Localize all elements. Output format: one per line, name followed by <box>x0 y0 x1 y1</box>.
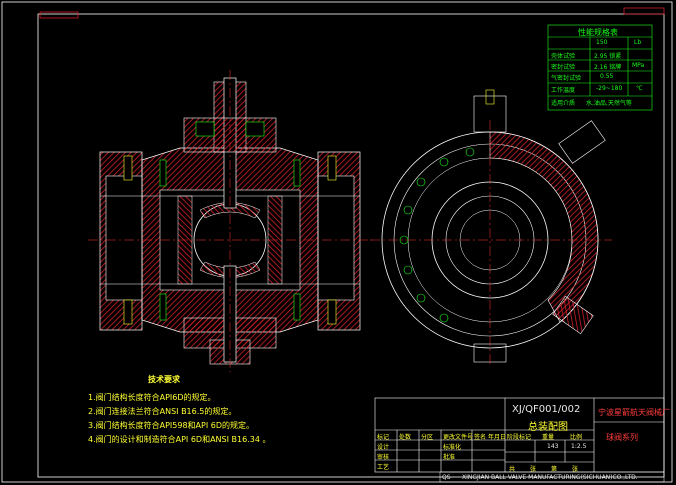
scale-value: 1:2.5 <box>571 443 587 450</box>
spec-label-medium: 适用介质 <box>551 100 576 107</box>
spec-value-shell: 2.95 锁紧 <box>594 53 622 60</box>
sheet-label-no: 第 <box>551 466 558 473</box>
header-label: 标记 <box>377 434 390 441</box>
top-right-tab <box>623 7 665 15</box>
sheet-label-sheet2: 张 <box>572 466 579 473</box>
company-name: 宁波星箭航天阀械厂 <box>598 408 670 417</box>
sign-label-design: 设计 <box>377 444 390 451</box>
spec-value-temp: -29~180 <box>596 85 623 92</box>
sign-label-process: 工艺 <box>377 464 390 471</box>
tech-requirement-item: 4.阀门的设计和制造符合API 6D和ANSI B16.34 。 <box>88 435 271 444</box>
inner-frame <box>37 13 665 478</box>
footer-left-code: QS- <box>442 474 453 481</box>
tech-requirement-item: 2.阀门连接法兰符合ANSI B16.5的规定。 <box>88 407 237 416</box>
section-view <box>88 70 372 372</box>
tech-requirement-item: 3.阀门结构长度符合API598和API 6D的规定。 <box>88 421 255 430</box>
quantity-value: 143 <box>547 443 559 450</box>
col-label-weight: 重量 <box>542 434 555 441</box>
spec-unit-class: Lb <box>634 39 642 46</box>
sheet-label-total: 共 <box>509 466 516 473</box>
series-name: 球阀系列 <box>606 433 638 442</box>
spec-label-temp: 工作温度 <box>551 87 576 94</box>
top-left-tab <box>39 11 79 19</box>
end-view <box>370 89 612 365</box>
spec-unit-temp: ℃ <box>636 85 643 92</box>
spec-label-seal: 密封试验 <box>551 64 576 71</box>
tech-requirement-item: 1.阀门结构长度符合API6D的规定。 <box>88 393 216 402</box>
spec-table-title: 性能规格表 <box>578 28 618 37</box>
sheet-label-sheet: 张 <box>530 466 537 473</box>
spec-value-air: 0.55 <box>600 73 614 80</box>
header-label: 年月日 <box>488 434 507 441</box>
header-label: 更改文件号 <box>443 434 474 441</box>
sign-label-standard: 标准化 <box>443 444 462 451</box>
drawing-name: 总装配图 <box>528 422 568 433</box>
spec-value-medium: 水,油品,天然气等 <box>586 100 632 107</box>
sign-label-approve: 批准 <box>443 454 456 461</box>
spec-value-seal: 2.16 铭牌 <box>594 64 622 71</box>
sign-label-review: 审核 <box>377 454 390 461</box>
footer-company-name: XINGJIAN BALL VALVE MANUFACTURING(SICHUA… <box>462 474 638 481</box>
footer-strip <box>439 471 665 483</box>
drawing-number: XJ/QF001/002 <box>512 404 581 415</box>
tech-requirements-title: 技术要求 <box>148 375 180 384</box>
spec-label-shell: 壳体试验 <box>551 53 576 60</box>
header-label: 分区 <box>421 434 434 441</box>
header-label: 签名 <box>474 434 487 441</box>
spec-value-class: 150 <box>596 39 608 46</box>
col-label-stage: 阶段标记 <box>507 434 532 441</box>
header-label: 处数 <box>399 434 412 441</box>
spec-table-frame <box>547 24 653 111</box>
spec-unit-pressure: MPa <box>632 62 645 69</box>
col-label-scale: 比例 <box>570 434 583 441</box>
spec-label-air: 气密封试验 <box>551 75 582 82</box>
